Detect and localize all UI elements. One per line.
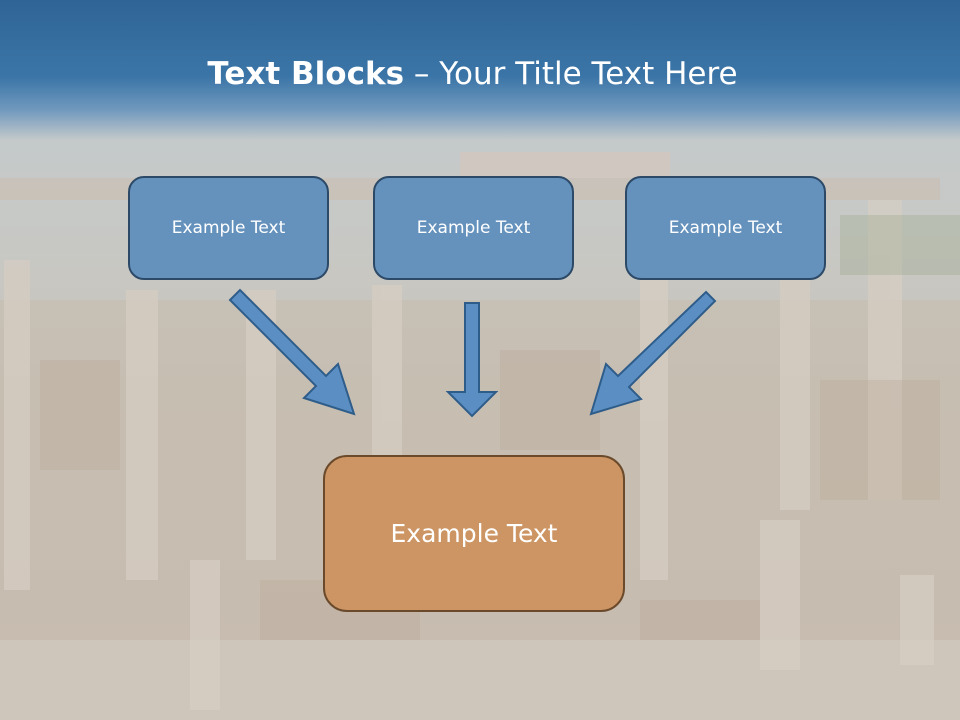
- arrow-right-to-bottom: [589, 290, 717, 416]
- arrow-middle-to-bottom: [445, 302, 499, 418]
- arrow-left-to-bottom: [228, 288, 356, 416]
- slide-title: Text Blocks – Your Title Text Here: [0, 52, 945, 96]
- text-block-middle[interactable]: Example Text: [373, 176, 574, 280]
- title-bar: [0, 0, 960, 140]
- title-bold-text: Text Blocks: [207, 56, 405, 92]
- text-block-bottom[interactable]: Example Text: [323, 455, 625, 612]
- text-block-right[interactable]: Example Text: [625, 176, 826, 280]
- text-block-left[interactable]: Example Text: [128, 176, 329, 280]
- title-rest-text: – Your Title Text Here: [404, 56, 738, 92]
